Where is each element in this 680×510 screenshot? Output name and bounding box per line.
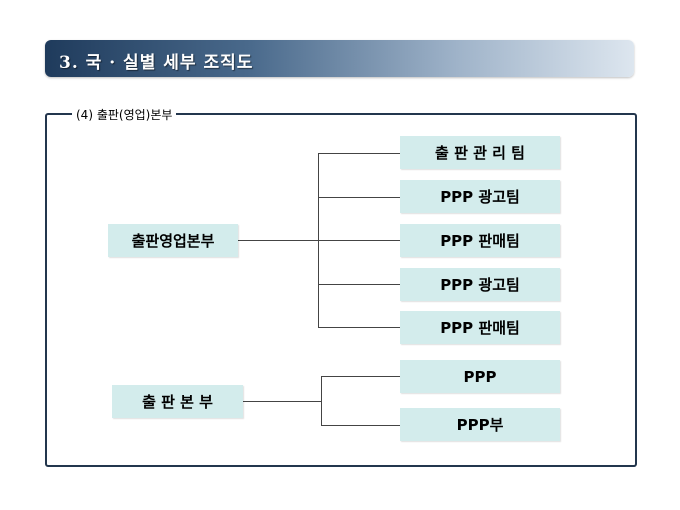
connector-line xyxy=(321,376,400,377)
connector-line xyxy=(238,240,318,241)
connector-line xyxy=(318,240,400,241)
connector-line xyxy=(243,401,321,402)
title-bar: 3. 국 · 실별 세부 조직도 xyxy=(45,40,634,77)
org-child-box: PPP 광고팀 xyxy=(400,268,560,301)
page-title: 3. 국 · 실별 세부 조직도 xyxy=(59,53,254,73)
connector-line xyxy=(321,376,322,425)
org-child-box: PPP 판매팀 xyxy=(400,311,560,344)
connector-line xyxy=(321,425,400,426)
connector-line xyxy=(318,153,400,154)
org-parent-box: 출 판 본 부 xyxy=(112,385,243,418)
connector-line xyxy=(318,197,400,198)
org-frame xyxy=(45,113,637,467)
connector-line xyxy=(318,284,400,285)
section-label: (4) 출판(영업)본부 xyxy=(72,106,177,123)
org-child-box: PPP 광고팀 xyxy=(400,180,560,213)
org-parent-box: 출판영업본부 xyxy=(108,224,238,257)
connector-line xyxy=(318,327,400,328)
org-child-box: PPP 판매팀 xyxy=(400,224,560,257)
org-child-box: 출 판 관 리 팀 xyxy=(400,136,560,169)
org-child-box: PPP xyxy=(400,360,560,393)
org-child-box: PPP부 xyxy=(400,408,560,441)
